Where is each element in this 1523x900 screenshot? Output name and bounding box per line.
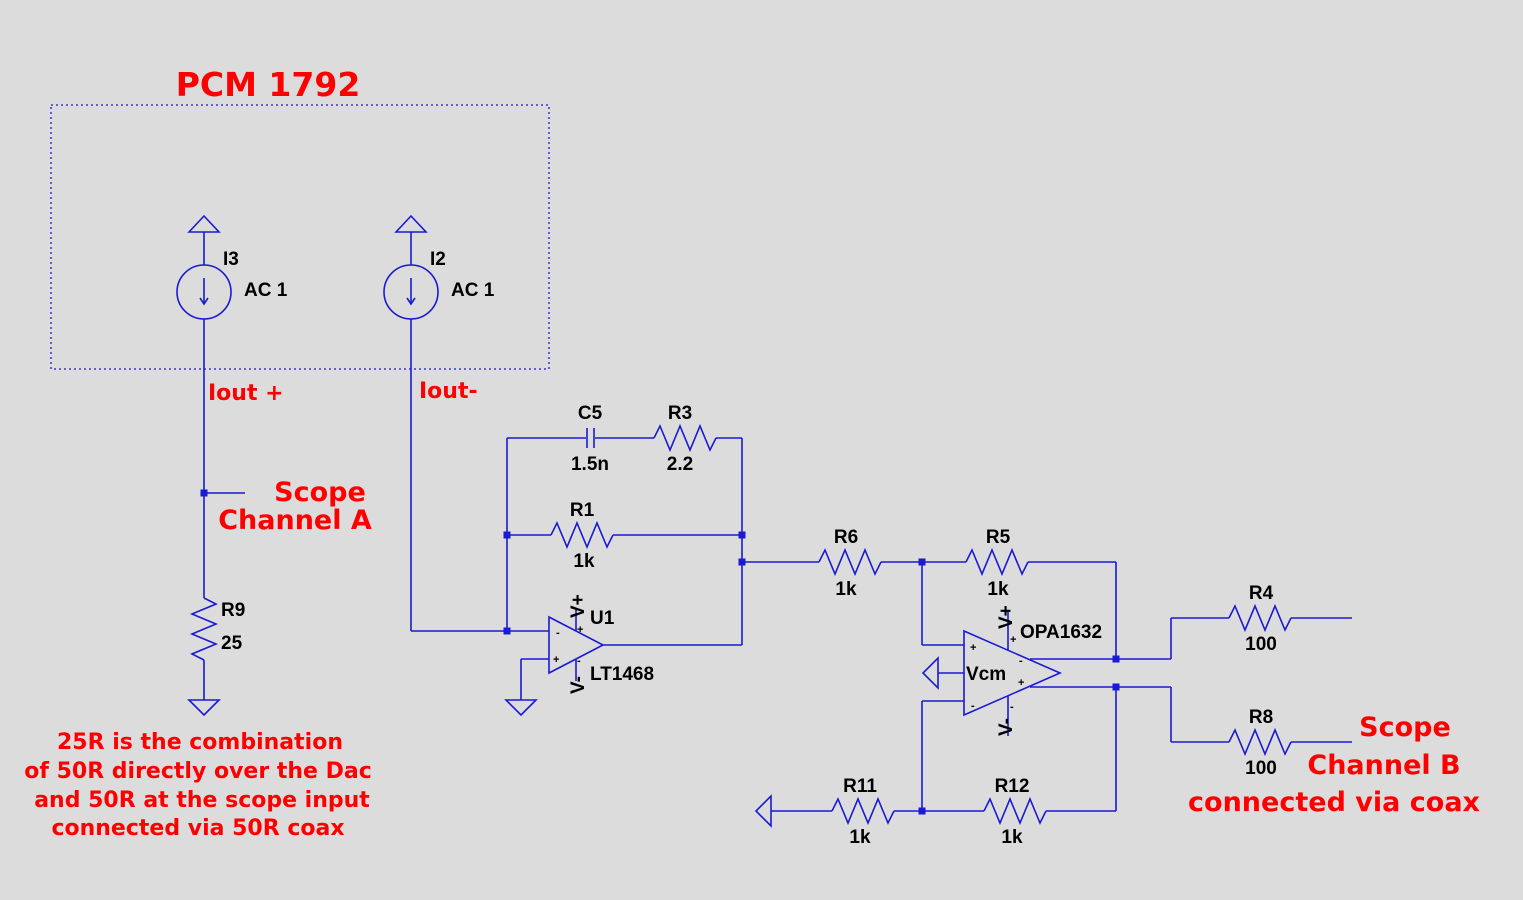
resistor-r12 xyxy=(983,796,1047,826)
opamp-opa1632 xyxy=(921,562,1171,811)
u1-vminus-pin-mark: - xyxy=(577,655,581,667)
u2-plus-pin: + xyxy=(970,642,976,654)
u2-out-plus-mark: + xyxy=(1018,677,1024,689)
resistor-r9 xyxy=(189,597,219,700)
r9-name: R9 xyxy=(221,600,245,621)
resistor-r3 xyxy=(653,423,717,453)
resistor-r6 xyxy=(818,547,882,577)
scope-a-label-1: Scope xyxy=(274,477,366,508)
u2-vplus-label: V+ xyxy=(996,605,1017,629)
resistor-r4 xyxy=(1228,603,1292,633)
resistor-r1 xyxy=(550,520,614,550)
resistor-r11 xyxy=(831,796,895,826)
i3-name: I3 xyxy=(223,249,239,270)
r9-ground-symbol xyxy=(187,699,221,717)
pcm1792-block xyxy=(50,104,550,370)
u2-vminus-label: V- xyxy=(996,718,1017,736)
u1-vplus-pin-mark: + xyxy=(577,624,583,636)
i3-top-arrow xyxy=(187,214,221,233)
opamp-u1 xyxy=(504,609,742,717)
note-line-1: 25R is the combination xyxy=(57,730,343,755)
u2-out-minus-mark: - xyxy=(1019,655,1023,667)
note-line-2: of 50R directly over the Dac xyxy=(24,759,372,784)
u1-vminus-label: V- xyxy=(568,676,589,694)
u2-vplus-pin-mark: + xyxy=(1010,634,1016,646)
u1-minus-pin: - xyxy=(556,627,560,639)
r9-value: 25 xyxy=(221,633,243,654)
r4-value: 100 xyxy=(1245,634,1277,655)
current-source-i2 xyxy=(383,214,549,632)
c5-value: 1.5n xyxy=(571,454,609,475)
r11-name: R11 xyxy=(843,776,877,797)
r1-name: R1 xyxy=(570,500,595,521)
i3-value: AC 1 xyxy=(244,280,288,301)
resistor-r8 xyxy=(1228,727,1292,757)
u2-part: OPA1632 xyxy=(1020,622,1102,643)
net-label-iout-plus: Iout + xyxy=(208,381,284,406)
u1-vplus-label: V+ xyxy=(568,594,589,618)
r6-name: R6 xyxy=(834,527,858,548)
note-line-4: connected via 50R coax xyxy=(51,816,344,841)
u2-vcm-label: Vcm xyxy=(966,664,1006,685)
u2-vminus-pin-mark: - xyxy=(1010,701,1014,713)
r12-name: R12 xyxy=(995,776,1030,797)
u2-minus-pin: - xyxy=(971,700,975,712)
scope-b-label-1: Scope xyxy=(1359,712,1451,743)
i2-name: I2 xyxy=(430,249,446,270)
r12-value: 1k xyxy=(1001,827,1023,848)
block-title: PCM 1792 xyxy=(176,65,361,104)
r11-ground-symbol xyxy=(754,794,772,828)
scope-a-label-2: Channel A xyxy=(218,505,372,536)
r3-name: R3 xyxy=(668,403,692,424)
c5-name: C5 xyxy=(578,403,603,424)
r8-value: 100 xyxy=(1245,758,1277,779)
net-label-iout-minus: Iout- xyxy=(419,379,478,404)
r8-name: R8 xyxy=(1249,707,1273,728)
note-line-3: and 50R at the scope input xyxy=(34,788,370,813)
current-source-i3 xyxy=(176,214,232,598)
scope-b-label-3: connected via coax xyxy=(1188,787,1480,818)
r6-value: 1k xyxy=(835,579,857,600)
u1-name: U1 xyxy=(590,608,615,629)
r11-value: 1k xyxy=(849,827,871,848)
resistor-r5 xyxy=(965,547,1029,577)
i2-value: AC 1 xyxy=(451,280,495,301)
r4-name: R4 xyxy=(1249,583,1274,604)
r5-value: 1k xyxy=(987,579,1009,600)
r5-name: R5 xyxy=(986,527,1011,548)
scope-b-label-2: Channel B xyxy=(1307,750,1460,781)
u1-plus-pin: + xyxy=(553,654,559,666)
capacitor-c5 xyxy=(586,428,595,448)
r1-value: 1k xyxy=(573,551,595,572)
r3-value: 2.2 xyxy=(667,454,693,475)
u1-ground-symbol xyxy=(504,699,538,717)
u1-part: LT1468 xyxy=(590,664,654,685)
vcm-ground-symbol xyxy=(921,656,939,690)
i2-top-arrow xyxy=(394,214,428,233)
